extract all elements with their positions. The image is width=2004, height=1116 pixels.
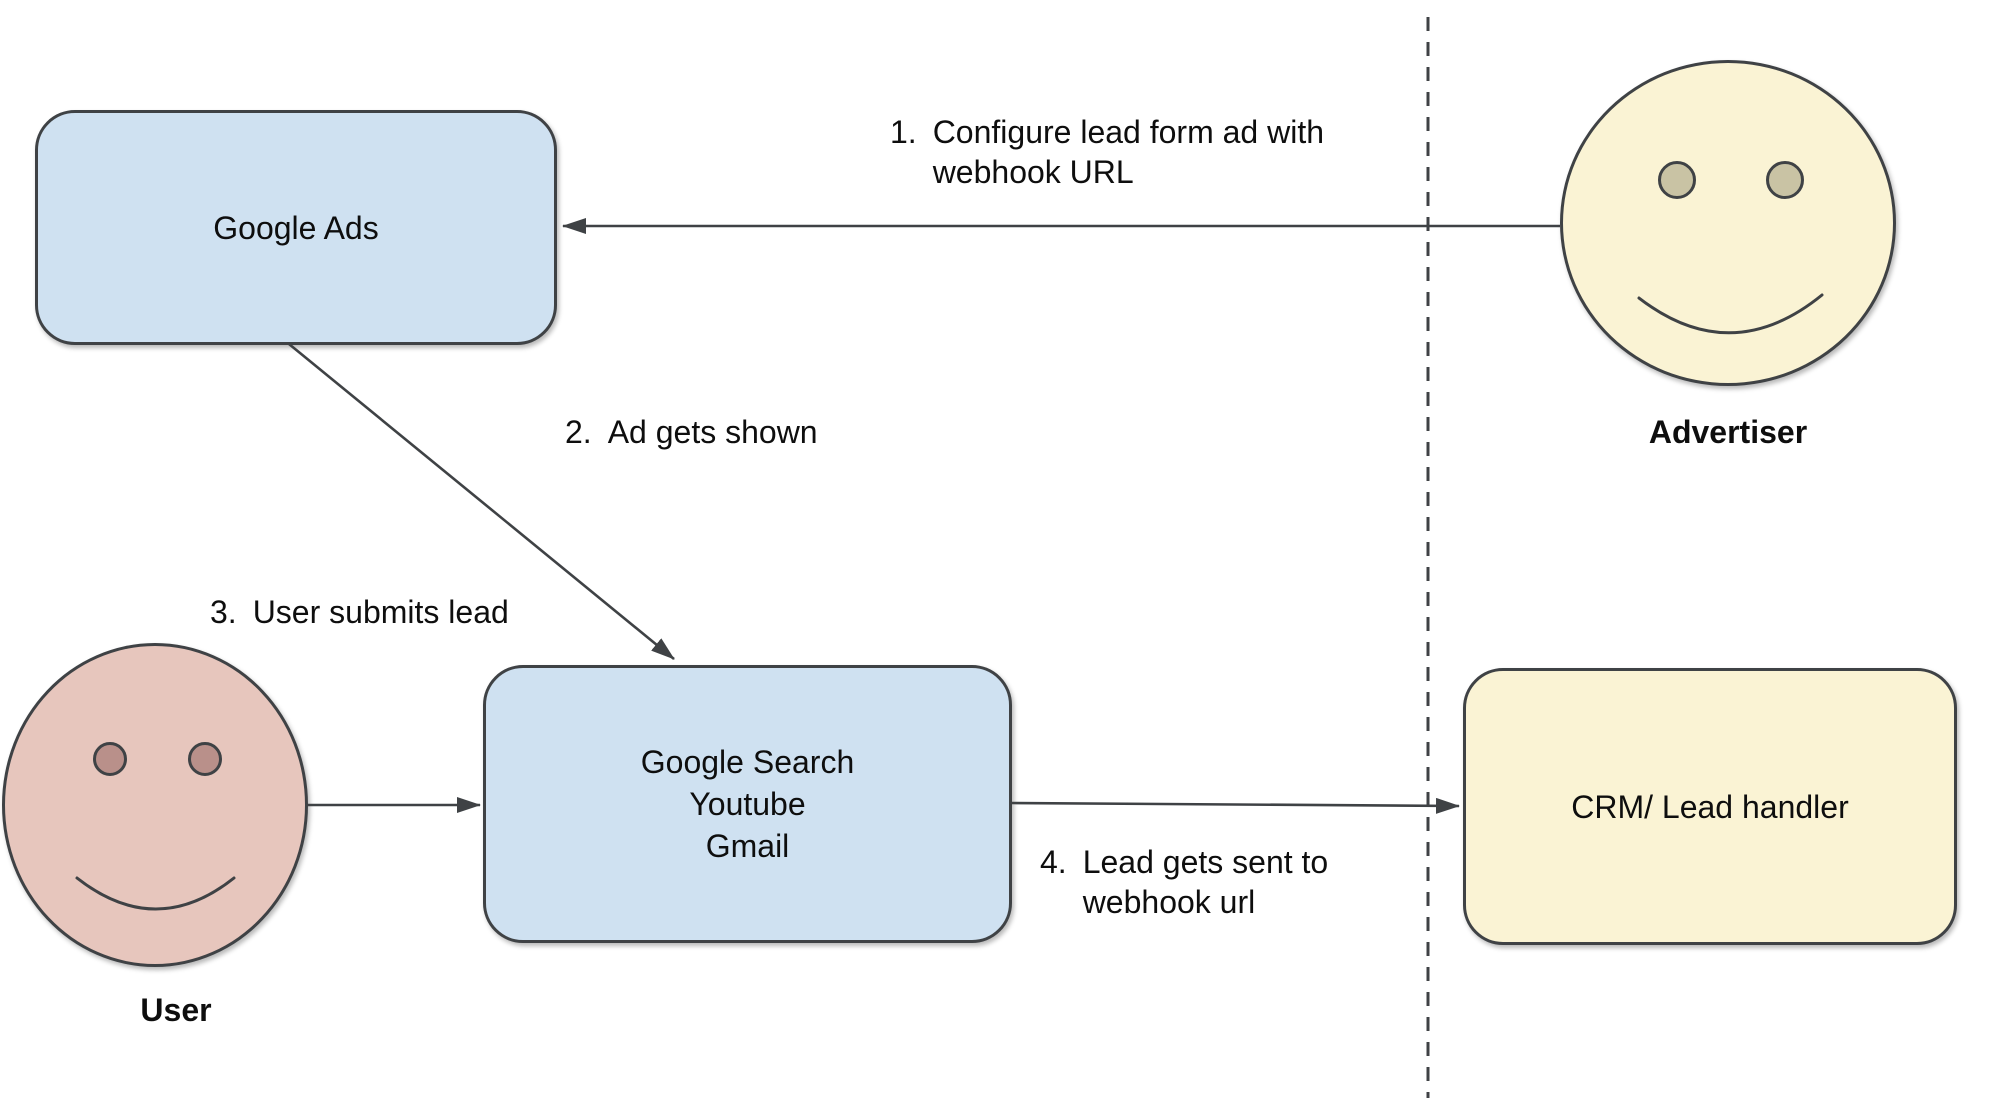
node-google-surfaces-label: Google Search Youtube Gmail <box>640 744 855 864</box>
user-smile <box>75 876 236 911</box>
step-1-label: 1. Configure lead form ad with webhook U… <box>890 112 1324 192</box>
step-1-number: 1. <box>890 114 917 150</box>
advertiser-label: Advertiser <box>1648 414 1808 450</box>
step-2-label: 2. Ad gets shown <box>565 412 818 452</box>
user-label: User <box>140 992 212 1028</box>
edge-surfaces-to-crm <box>1011 797 1460 814</box>
advertiser-eye-right <box>1766 161 1804 199</box>
step-4-text: Lead gets sent to webhook url <box>1082 844 1329 920</box>
node-crm-lead-handler: CRM/ Lead handler <box>1463 668 1957 945</box>
step-3-label: 3. User submits lead <box>210 592 509 632</box>
node-google-ads-label: Google Ads <box>213 209 379 246</box>
step-3-text: User submits lead <box>252 594 509 630</box>
step-1-text: Configure lead form ad with webhook URL <box>932 114 1324 190</box>
node-google-surfaces: Google Search Youtube Gmail <box>483 665 1012 943</box>
advertiser-smile <box>1637 293 1824 335</box>
user-eye-right <box>188 742 222 776</box>
node-google-ads: Google Ads <box>35 110 557 345</box>
user-eye-left <box>93 742 127 776</box>
advertiser-face <box>1560 60 1896 386</box>
advertiser-eye-left <box>1658 161 1696 199</box>
user-face <box>2 643 308 967</box>
step-4-number: 4. <box>1040 844 1067 880</box>
node-crm-label: CRM/ Lead handler <box>1571 788 1849 825</box>
step-2-text: Ad gets shown <box>607 414 818 450</box>
step-4-label: 4. Lead gets sent to webhook url <box>1040 842 1328 922</box>
step-2-number: 2. <box>565 414 592 450</box>
step-3-number: 3. <box>210 594 237 630</box>
